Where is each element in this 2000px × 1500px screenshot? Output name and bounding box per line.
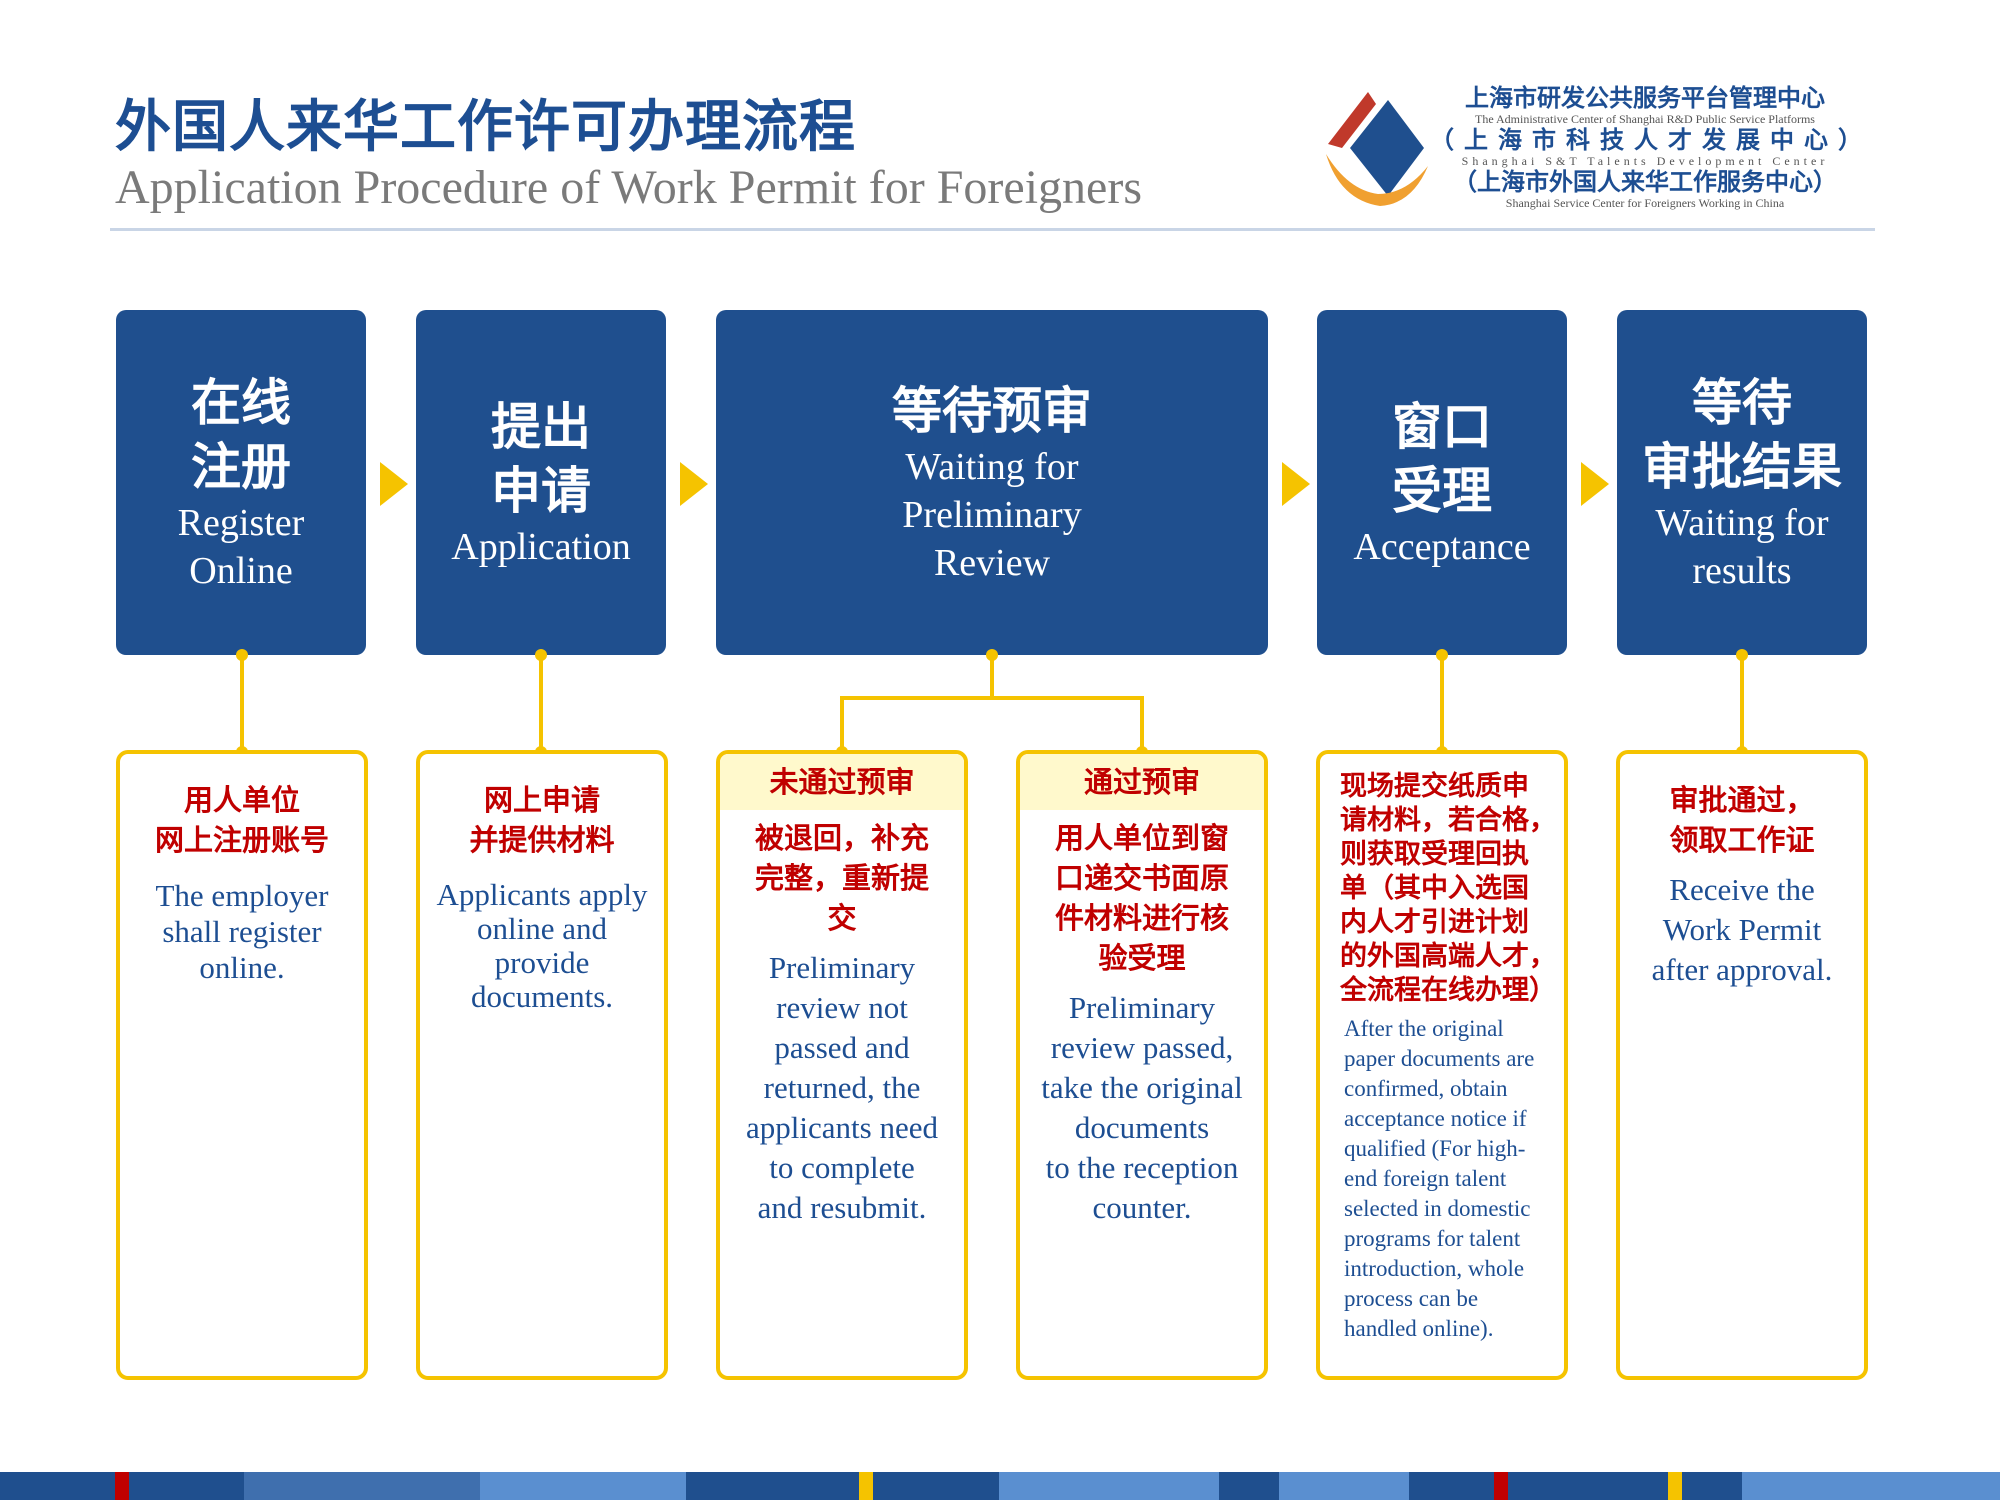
connector-dot (986, 649, 998, 661)
detail-text-zh: 现场提交纸质申 请材料，若合格， 则获取受理回执 单（其中入选国 内人才引进计划… (1340, 771, 1556, 1006)
organization-logo (1326, 92, 1428, 206)
step-register-online: 在线 注册 Register Online (116, 310, 366, 655)
detail-text-zh: 用人单位 网上注册账号 (154, 783, 329, 857)
org-name-zh: 上海市研发公共服务平台管理中心 (1465, 83, 1825, 112)
logo-blue-diamond (1350, 100, 1424, 196)
step-title-en: Waiting for Preliminary Review (902, 445, 1082, 584)
step-acceptance: 窗口 受理 Acceptance (1317, 310, 1567, 655)
arrow-right-icon (1581, 462, 1609, 506)
title-divider (110, 228, 1875, 231)
detail-text-en: Receive the Work Permit after approval. (1651, 872, 1833, 987)
connector-dot (1736, 649, 1748, 661)
detail-text-en: Preliminary review not passed and return… (746, 950, 938, 1225)
detail-header-passed: 通过预审 (1020, 754, 1264, 810)
detail-review-passed: 通过预审 用人单位到窗 口递交书面原 件材料进行核 验受理 Preliminar… (1016, 750, 1268, 1380)
org-alt-name-en: Shanghai S&T Talents Development Center (1461, 154, 1829, 168)
detail-text-en: The employer shall register online. (155, 878, 329, 985)
detail-text-zh: 审批通过， 领取工作证 (1669, 783, 1815, 857)
detail-acceptance: 现场提交纸质申 请材料，若合格， 则获取受理回执 单（其中入选国 内人才引进计划… (1316, 750, 1568, 1380)
org-service-name-en: Shanghai Service Center for Foreigners W… (1505, 196, 1785, 210)
step-title-zh: 等待 审批结果 (1642, 373, 1842, 496)
logo-red-mark (1328, 92, 1376, 148)
step-title-en: Application (451, 525, 631, 568)
step-title-zh: 窗口 受理 (1392, 397, 1492, 520)
arrow-right-icon (680, 462, 708, 506)
detail-header-not-passed: 未通过预审 (720, 754, 964, 810)
connector-passed (992, 696, 1144, 752)
detail-waiting-results: 审批通过， 领取工作证 Receive the Work Permit afte… (1616, 750, 1868, 1380)
detail-text-zh: 网上申请 并提供材料 (469, 783, 615, 857)
step-title-zh: 提出 申请 (491, 397, 591, 520)
detail-application: 网上申请 并提供材料 Applicants apply online and p… (416, 750, 668, 1380)
step-preliminary-review: 等待预审 Waiting for Preliminary Review (716, 310, 1268, 655)
arrow-right-icon (380, 462, 408, 506)
detail-review-not-passed: 未通过预审 被退回，补充 完整，重新提 交 Preliminary review… (716, 750, 968, 1380)
step-title-zh: 在线 注册 (191, 373, 291, 496)
footer-stripe (0, 1472, 2000, 1500)
connector-not-passed (840, 655, 994, 752)
detail-register-online: 用人单位 网上注册账号 The employer shall register … (116, 750, 368, 1380)
org-service-name-zh: （上海市外国人来华工作服务中心） (1453, 167, 1837, 196)
detail-text-zh: 用人单位到窗 口递交书面原 件材料进行核 验受理 (1054, 821, 1229, 975)
step-application: 提出 申请 Application (416, 310, 666, 655)
connector-dot (535, 649, 547, 661)
organization-info: 上海市研发公共服务平台管理中心 The Administrative Cente… (1430, 83, 1872, 211)
step-title-en: Register Online (177, 501, 305, 592)
step-title-en: Waiting for results (1655, 501, 1829, 592)
org-name-en: The Administrative Center of Shanghai R&… (1475, 112, 1815, 126)
step-waiting-results: 等待 审批结果 Waiting for results (1617, 310, 1867, 655)
detail-text-en: Applicants apply online and provide docu… (436, 877, 648, 1014)
connector-dot (1436, 649, 1448, 661)
step-title-en: Acceptance (1353, 525, 1531, 568)
page-title: 外国人来华工作许可办理流程 (115, 95, 856, 160)
connector-dot (236, 649, 248, 661)
detail-text-en: Preliminary review passed, take the orig… (1041, 990, 1243, 1225)
detail-text-en: After the original paper documents are c… (1344, 1016, 1535, 1341)
page-subtitle: Application Procedure of Work Permit for… (115, 161, 1143, 214)
logo-orange-swoosh (1326, 154, 1428, 206)
arrow-right-icon (1282, 462, 1310, 506)
org-alt-name-zh: （上海市科技人才发展中心） (1430, 125, 1872, 154)
detail-text-zh: 被退回，补充 完整，重新提 交 (754, 821, 929, 935)
step-title-zh: 等待预审 (892, 381, 1092, 440)
